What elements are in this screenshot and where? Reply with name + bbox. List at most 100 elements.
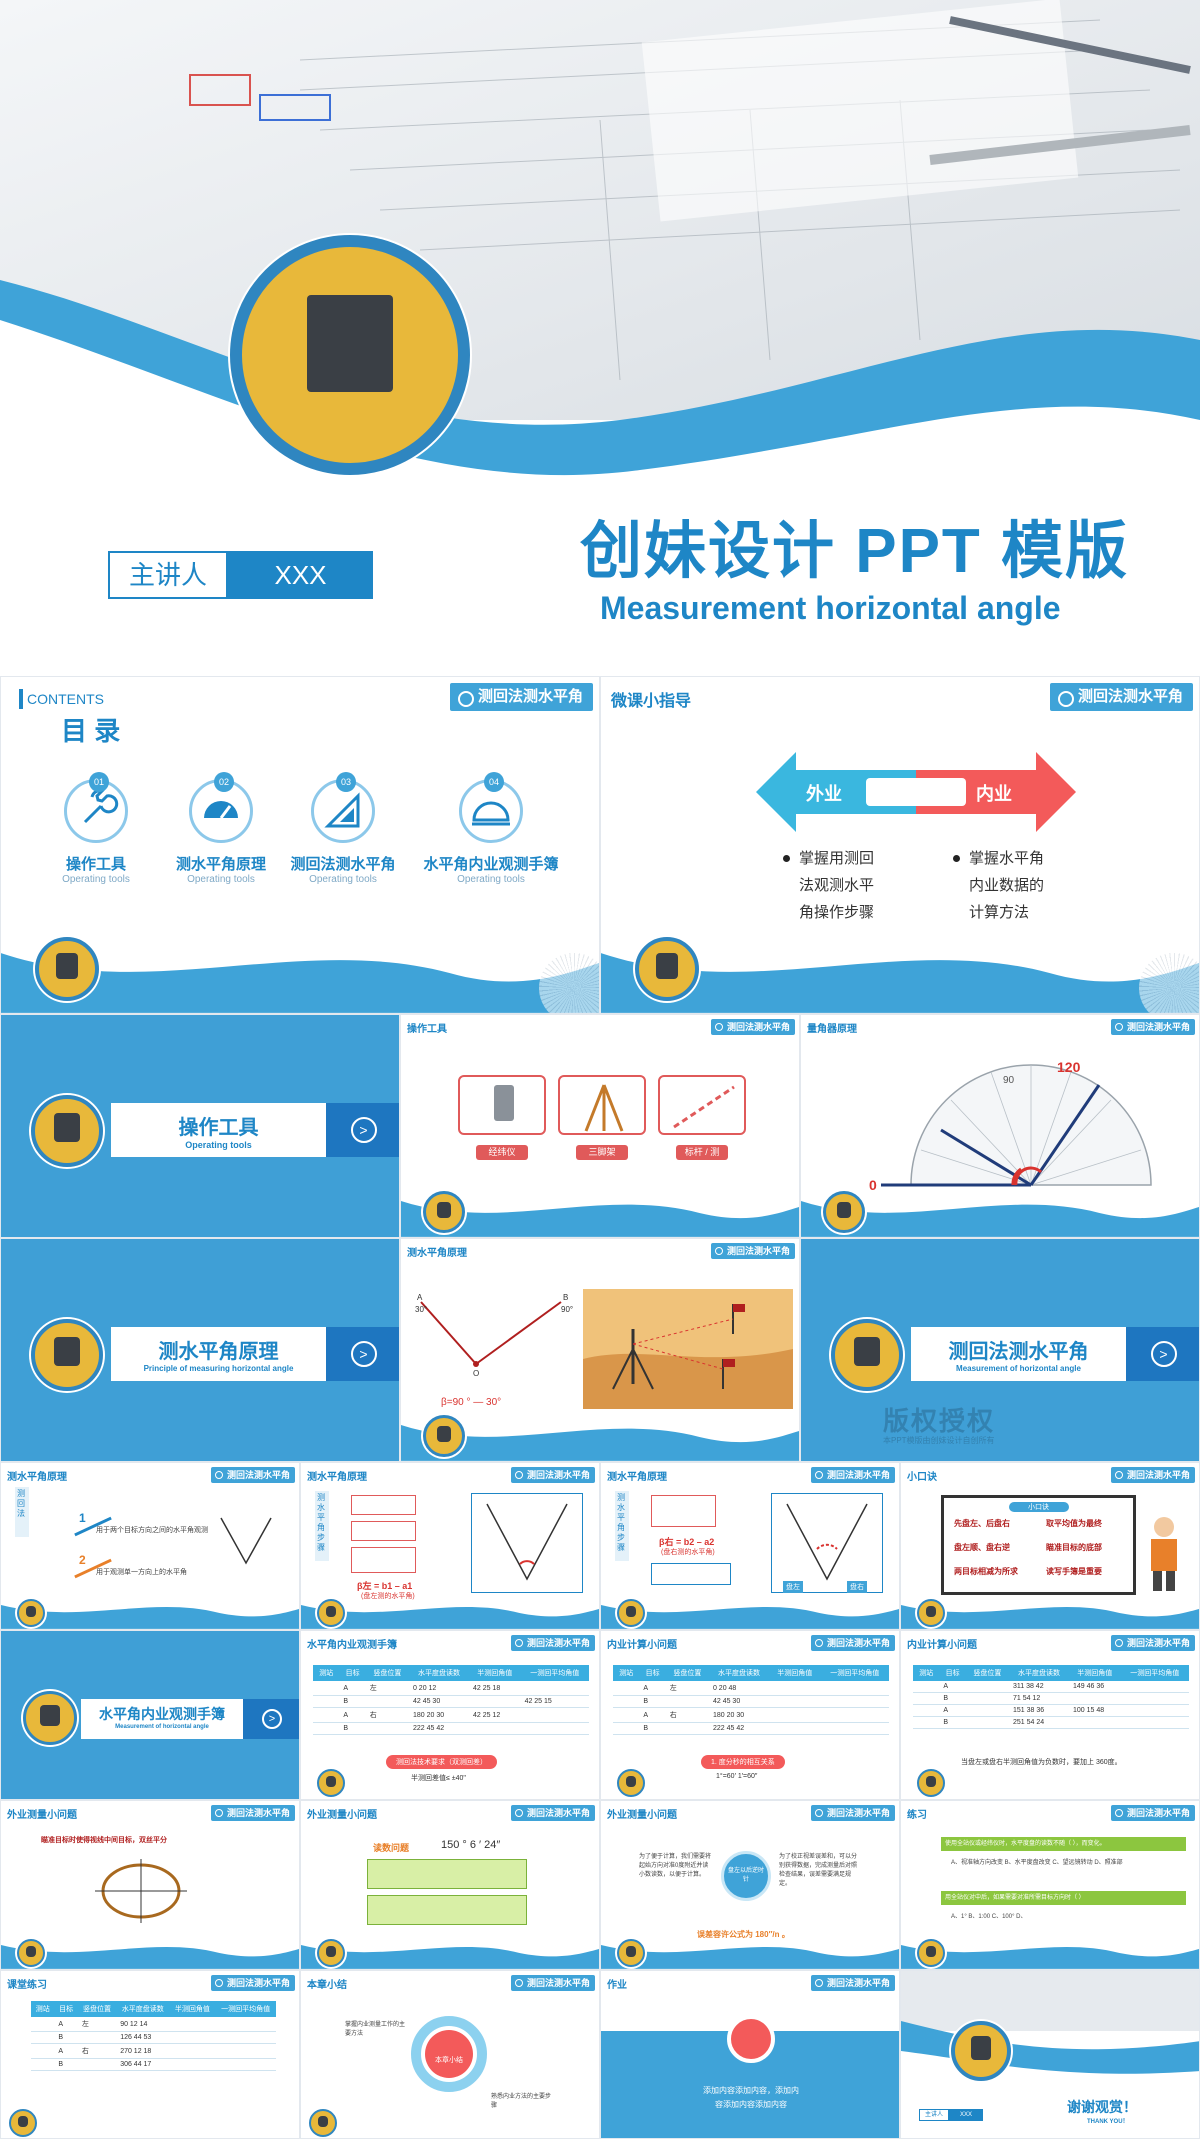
section-title-box: 水平角内业观测手簿 Measurement of horizontal angl… [81, 1699, 243, 1739]
contents-item-num: 02 [214, 772, 234, 792]
tool-label: 三脚架 [576, 1145, 628, 1160]
section-title-box: 测水平角原理 Principle of measuring horizontal… [111, 1327, 326, 1381]
slide-title: 内业计算小问题 [607, 1640, 677, 1651]
reading-slide[interactable]: 外业测量小问题 测回法测水平角 读数问题 150 ° 6 ′ 24″ [300, 1800, 600, 1970]
instrument-badge [317, 1599, 345, 1627]
protractor-deco [1139, 953, 1199, 1013]
summary-left-text: 掌握内业测量工作的主要方法 [345, 2022, 406, 2037]
scale-lower [367, 1895, 527, 1925]
step-two-text: 用于观测单一方向上的水平角 [96, 1569, 187, 1576]
calc-negative-slide[interactable]: 内业计算小问题 测回法测水平角 测站目标竖盘位置水平度盘读数半测回角值一测回平均… [900, 1630, 1200, 1800]
section-slide-principle[interactable]: 测水平角原理 Principle of measuring horizontal… [0, 1238, 400, 1462]
tool-card[interactable] [458, 1075, 546, 1135]
section-tag: 测回法测水平角 [810, 1635, 895, 1651]
section-tag: 测回法测水平角 [510, 1975, 595, 1991]
section-slide-tools[interactable]: 操作工具 Operating tools > [0, 1014, 400, 1238]
section-tag: 测回法测水平角 [810, 1975, 895, 1991]
tool-card[interactable] [558, 1075, 646, 1135]
step-one-num: 1 [79, 1511, 86, 1525]
cover-subtitle: Measurement horizontal angle [600, 590, 1061, 626]
section-tag: 测回法测水平角 [1110, 1467, 1195, 1483]
contents-item-en: Operating tools [457, 874, 525, 885]
board-line: 读写手簿是重要 [1046, 1567, 1102, 1576]
slide-title: 小口诀 [907, 1472, 937, 1483]
instrument-badge [317, 1939, 345, 1967]
side-label: 测水平角步骤 [615, 1491, 629, 1561]
section-title: 水平角内业观测手簿 [99, 1706, 225, 1722]
slide-title: 课堂练习 [7, 1980, 47, 1991]
aiming-slide[interactable]: 外业测量小问题 测回法测水平角 瞄准目标时使得视线中间目标，双丝平分 [0, 1800, 300, 1970]
guide-slide[interactable]: 微课小指导 测回法测水平角 外业 内业 掌握用测回法观测水平角操作步骤 掌握水平… [600, 676, 1200, 1014]
principle-slide[interactable]: 测水平角原理 测回法测水平角 A 30° B 90° O β=90 ° — 30… [400, 1238, 800, 1462]
tool-label: 经纬仪 [476, 1145, 528, 1160]
mnemonic-slide[interactable]: 小口诀 测回法测水平角 小口诀 先盘左、后盘右 取平均值为最终 盘左顺、盘右逆 … [900, 1462, 1200, 1630]
summary-slide[interactable]: 本章小结 测回法测水平角 本章小结 掌握内业测量工作的主要方法 熟悉内业方法的主… [300, 1970, 600, 2139]
crosshair-icon [95, 1859, 187, 1923]
section-slide-record[interactable]: 水平角内业观测手簿 Measurement of horizontal angl… [0, 1630, 300, 1800]
calc-problem-slide[interactable]: 内业计算小问题 测回法测水平角 测站目标竖盘位置水平度盘读数半测回角值一测回平均… [600, 1630, 900, 1800]
next-arrow-button[interactable]: > [1126, 1327, 1199, 1381]
footer-wave [1, 1945, 299, 1969]
contents-item[interactable]: 03 测回法测水平角 Operating tools [288, 772, 398, 885]
double-arrow [756, 752, 1076, 832]
class-exercise-slide[interactable]: 课堂练习 测回法测水平角 测站目标竖盘位置水平度盘读数半测回角值一测回平均角值 … [0, 1970, 300, 2139]
next-arrow-button[interactable]: > [243, 1699, 299, 1739]
contents-slide[interactable]: CONTENTS 目 录 测回法测水平角 01 操作工具 Operating t… [0, 676, 600, 1014]
unit-note: 1°=60′ 1′=60″ [716, 1773, 758, 1780]
protractor-slide[interactable]: 量角器原理 测回法测水平角 120 0 90 [800, 1014, 1200, 1238]
section-tag: 测回法测水平角 [1110, 1805, 1195, 1821]
instrument-badge [617, 1599, 645, 1627]
slide-title: 水平角内业观测手簿 [307, 1640, 397, 1651]
left-face-slide[interactable]: 测水平角原理 测回法测水平角 测水平角步骤 β左 = b1 – a1 (盘左测的… [300, 1462, 600, 1630]
cover-title: 创妹设计 PPT 模版 [580, 517, 1130, 586]
footer-wave [301, 1605, 599, 1629]
tools-slide[interactable]: 操作工具 测回法测水平角 经纬仪 三脚架 标杆 / 测 [400, 1014, 800, 1238]
right-face-slide[interactable]: 测水平角原理 测回法测水平角 测水平角步骤 β右 = b2 – a2 (盘右测的… [600, 1462, 900, 1630]
contents-header-en: CONTENTS [27, 691, 104, 707]
slide-title: 操作工具 [407, 1024, 447, 1035]
thanks-presenter-label: 主讲人 [919, 2109, 949, 2121]
homework-slide[interactable]: 作业 测回法测水平角 添加内容添加内容，添加内 容添加内容添加内容 [600, 1970, 900, 2139]
error-center-label: 盘左以后逆时针 [727, 1868, 764, 1883]
contents-item-title: 操作工具 [65, 856, 126, 873]
reading-value: 150 ° 6 ′ 24″ [441, 1839, 501, 1851]
contents-item[interactable]: 02 测水平角原理 Operating tools [166, 772, 276, 885]
instrument-badge [917, 1769, 945, 1797]
cover-background [0, 0, 1200, 676]
instrument-badge [31, 1095, 103, 1167]
board-line: 先盘左、后盘右 [954, 1519, 1010, 1528]
board-line: 两目标相减为所求 [954, 1567, 1018, 1576]
instrument-badge [23, 1691, 77, 1745]
exercise-slide[interactable]: 练习 测回法测水平角 使用全站仪或经纬仪时，水平度盘的读数不随（ ），而变化。 … [900, 1800, 1200, 1970]
next-arrow-button[interactable]: > [326, 1327, 399, 1381]
error-slide[interactable]: 外业测量小问题 测回法测水平角 为了便于计算，我们需要将起始方向对准0度附近并读… [600, 1800, 900, 1970]
tool-card[interactable] [658, 1075, 746, 1135]
section-tag: 测回法测水平角 [510, 1635, 595, 1651]
slide-title: 测水平角原理 [7, 1472, 67, 1483]
footer-wave [801, 1201, 1199, 1237]
contents-item[interactable]: 01 操作工具 Operating tools [41, 772, 151, 885]
outdoor-label: 外业 [806, 784, 842, 804]
contents-item[interactable]: 04 水平角内业观测手簿 Operating tools [416, 772, 566, 885]
record-table-slide[interactable]: 水平角内业观测手簿 测回法测水平角 测站目标竖盘位置水平度盘读数半测回角值一测回… [300, 1630, 600, 1800]
thanks-slide[interactable]: 主讲人 XXX 谢谢观赏！ THANK YOU！ [900, 1970, 1200, 2139]
next-arrow-button[interactable]: > [326, 1103, 399, 1157]
slide-title: 测水平角原理 [607, 1472, 667, 1483]
side-label: 测水平角步骤 [315, 1491, 329, 1561]
question-two: 用全站仪对中后，如果需要对准所需目标方向时（ ） [941, 1891, 1186, 1905]
cover-slide[interactable]: 创妹设计 PPT 模版 Measurement horizontal angle… [0, 0, 1200, 676]
slide-title: 外业测量小问题 [607, 1810, 677, 1821]
right-face-tag: 盘右 [847, 1581, 867, 1593]
section-slide-method[interactable]: 测回法测水平角 Measurement of horizontal angle … [800, 1238, 1200, 1462]
instrument-badge [423, 1415, 465, 1457]
board-title: 小口诀 [1008, 1502, 1069, 1512]
method-intro-slide[interactable]: 测水平角原理 测回法测水平角 测回法 1 用于两个目标方向之间的水平角观测 2 … [0, 1462, 300, 1630]
